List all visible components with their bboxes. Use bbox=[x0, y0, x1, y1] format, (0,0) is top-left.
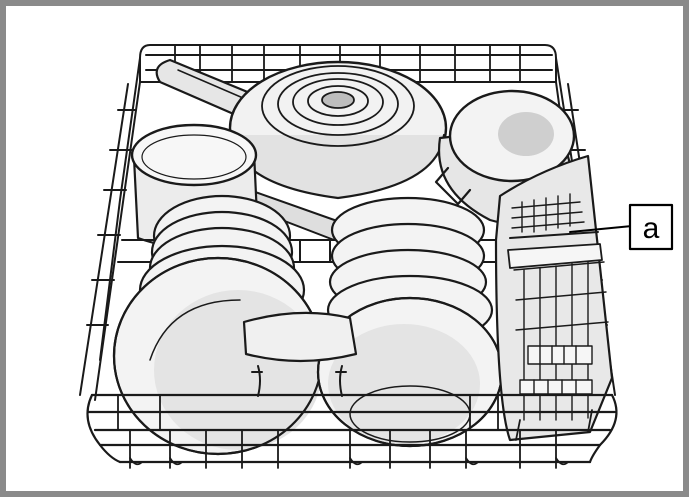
callout-label: a bbox=[643, 212, 660, 245]
